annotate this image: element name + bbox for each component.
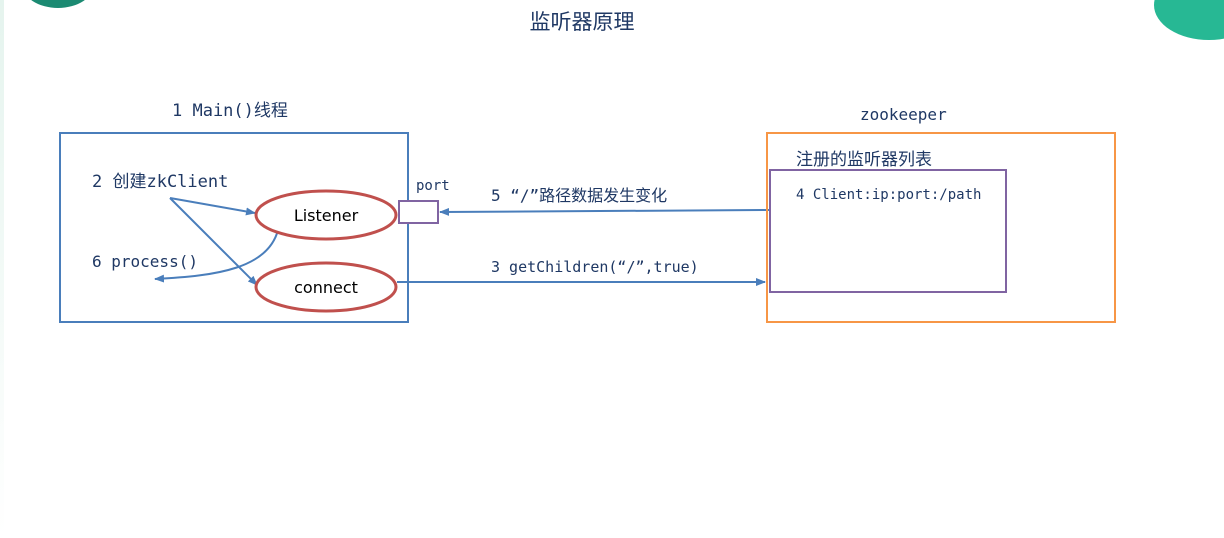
create-client-label: 2 创建zkClient xyxy=(92,172,228,192)
left-edge-decoration xyxy=(0,0,4,538)
zookeeper-label: zookeeper xyxy=(860,105,947,124)
port-label: port xyxy=(416,178,450,194)
listener-label: Listener xyxy=(294,206,359,225)
top-left-corner-decoration xyxy=(22,0,94,8)
registry-list-box xyxy=(769,169,1007,293)
zookeeper-box xyxy=(766,132,1116,323)
process-label: 6 process() xyxy=(92,252,198,271)
main-thread-label: 1 Main()线程 xyxy=(172,101,288,121)
connect-ellipse xyxy=(254,261,398,313)
create-to-connect-arrow xyxy=(169,197,258,286)
notify-arrow xyxy=(439,207,770,216)
registry-entry: 4 Client:ip:port:/path xyxy=(796,187,981,203)
connect-label: connect xyxy=(294,278,358,297)
notify-label: 5 “/”路径数据发生变化 xyxy=(491,186,667,205)
main-thread-box xyxy=(59,132,409,323)
get-children-label: 3 getChildren(“/”,true) xyxy=(491,258,699,276)
listener-to-process-arrow xyxy=(154,229,279,283)
create-to-listener-arrow xyxy=(169,197,256,216)
page-title: 监听器原理 xyxy=(530,10,635,34)
registry-title: 注册的监听器列表 xyxy=(796,150,932,170)
port-box xyxy=(398,200,439,224)
listener-ellipse xyxy=(254,189,398,241)
